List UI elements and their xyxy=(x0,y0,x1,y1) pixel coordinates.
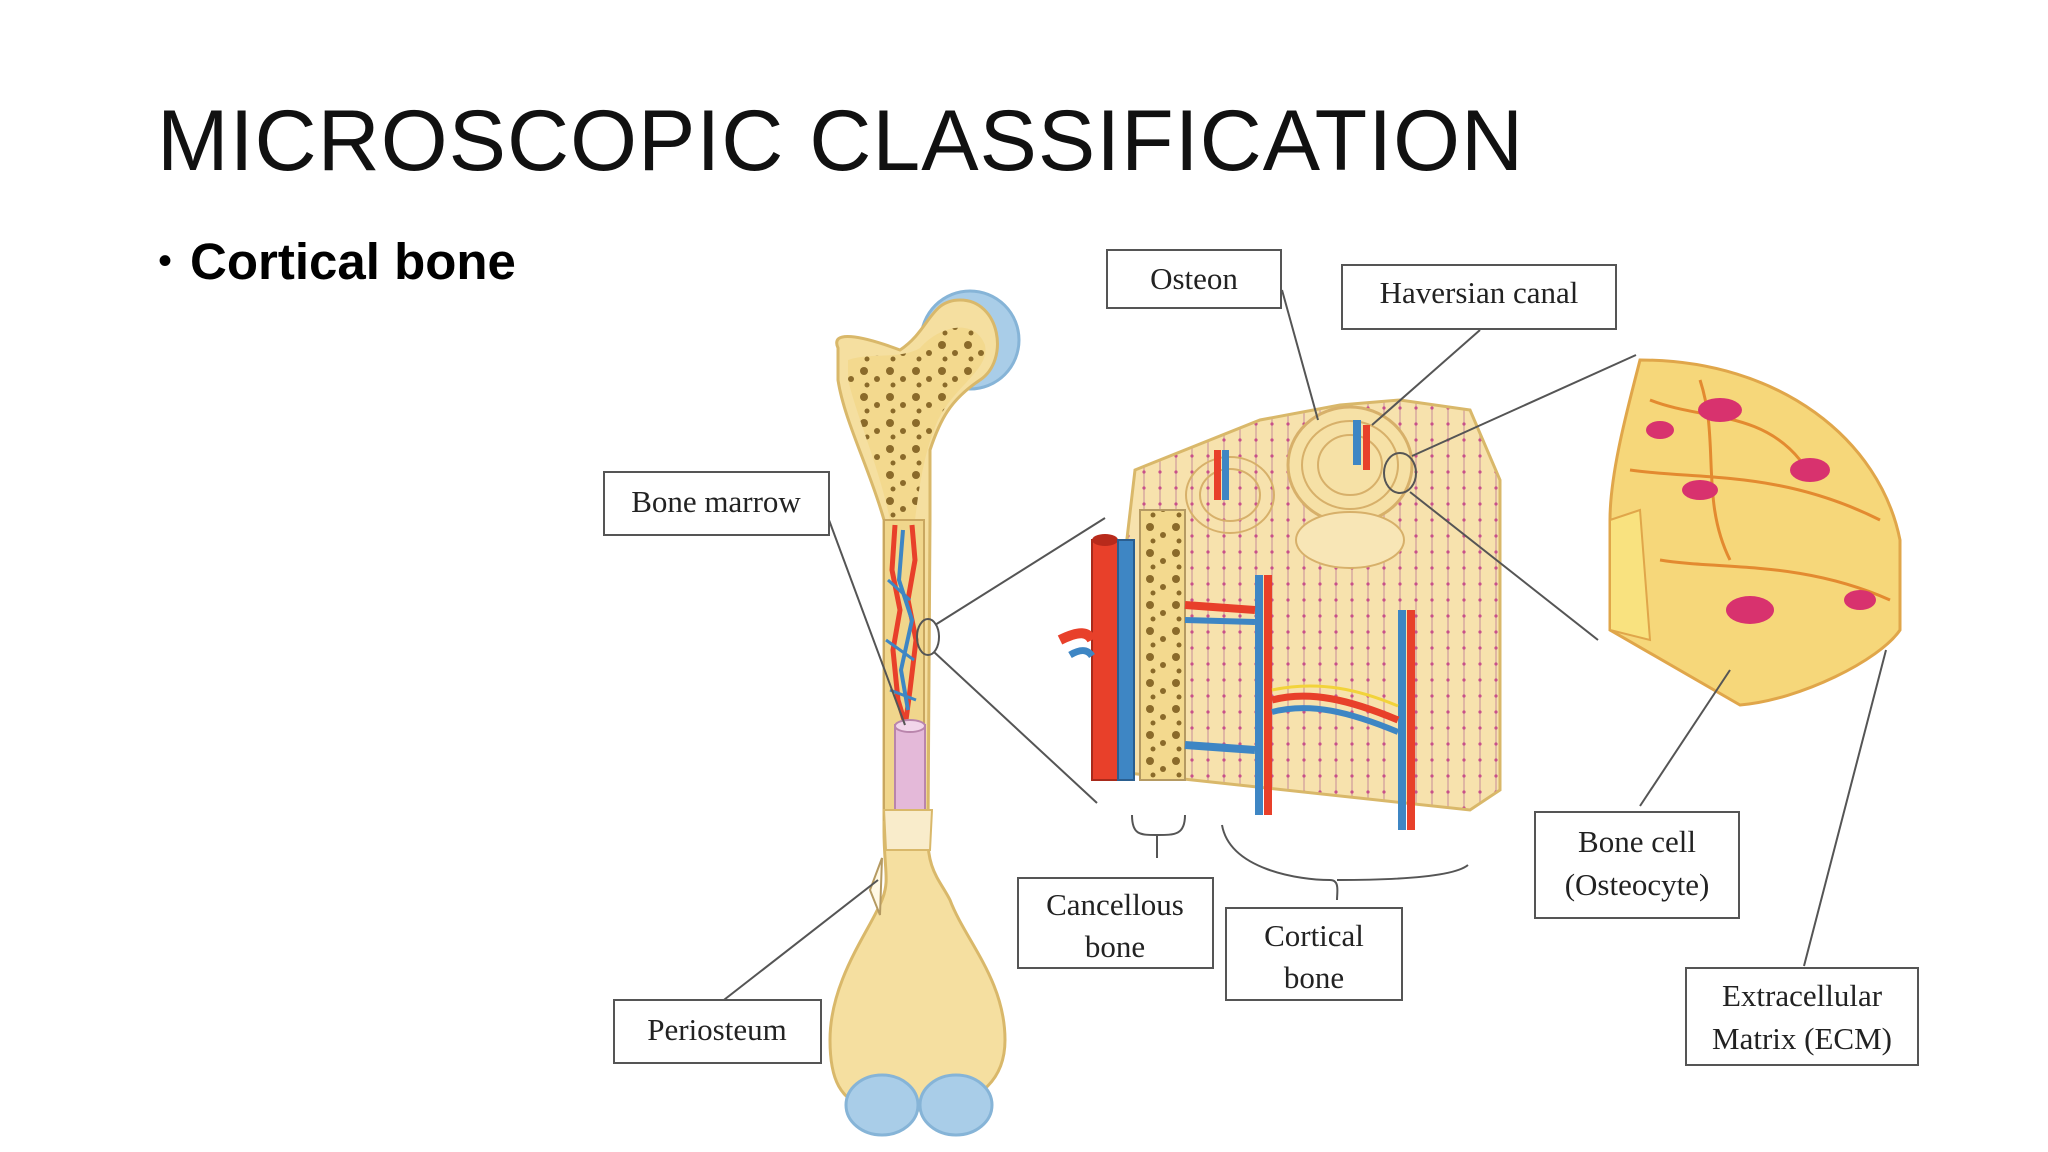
label-bone-marrow: Bone marrow xyxy=(603,471,830,536)
femur-bone xyxy=(828,289,1021,1137)
label-cancellous-line2: bone xyxy=(1085,929,1145,964)
label-osteon-text: Osteon xyxy=(1150,261,1238,296)
extracellular-matrix-wedge xyxy=(1608,358,1902,707)
label-periosteum-text: Periosteum xyxy=(647,1012,787,1047)
label-haversian-canal: Haversian canal xyxy=(1341,264,1617,330)
label-cortical-line1: Cortical xyxy=(1264,918,1364,953)
label-cortical-bone: Cortical bone xyxy=(1225,907,1403,1001)
label-ecm-line1: Extracellular xyxy=(1722,978,1883,1013)
label-bone-cell: Bone cell (Osteocyte) xyxy=(1534,811,1740,919)
label-bone-cell-line1: Bone cell xyxy=(1578,824,1696,859)
slide-title: MICROSCOPIC CLASSIFICATION xyxy=(157,93,1525,189)
label-cancellous-bone: Cancellous bone xyxy=(1017,877,1214,969)
label-cancellous-line1: Cancellous xyxy=(1046,887,1184,922)
label-bone-marrow-text: Bone marrow xyxy=(631,484,801,519)
label-ecm-line2: Matrix (ECM) xyxy=(1712,1021,1892,1056)
cortical-bone-block xyxy=(1057,398,1502,830)
label-osteon: Osteon xyxy=(1106,249,1282,309)
leader-lines xyxy=(719,289,1887,1004)
label-ecm: Extracellular Matrix (ECM) xyxy=(1685,967,1919,1066)
label-cortical-line2: bone xyxy=(1284,960,1344,995)
label-haversian-canal-text: Haversian canal xyxy=(1380,275,1579,310)
bullet-text: Cortical bone xyxy=(190,233,516,290)
label-bone-cell-line2: (Osteocyte) xyxy=(1565,867,1710,902)
bullet-item: • Cortical bone xyxy=(158,232,516,291)
bullet-dot-icon: • xyxy=(158,239,173,283)
label-periosteum: Periosteum xyxy=(613,999,822,1064)
